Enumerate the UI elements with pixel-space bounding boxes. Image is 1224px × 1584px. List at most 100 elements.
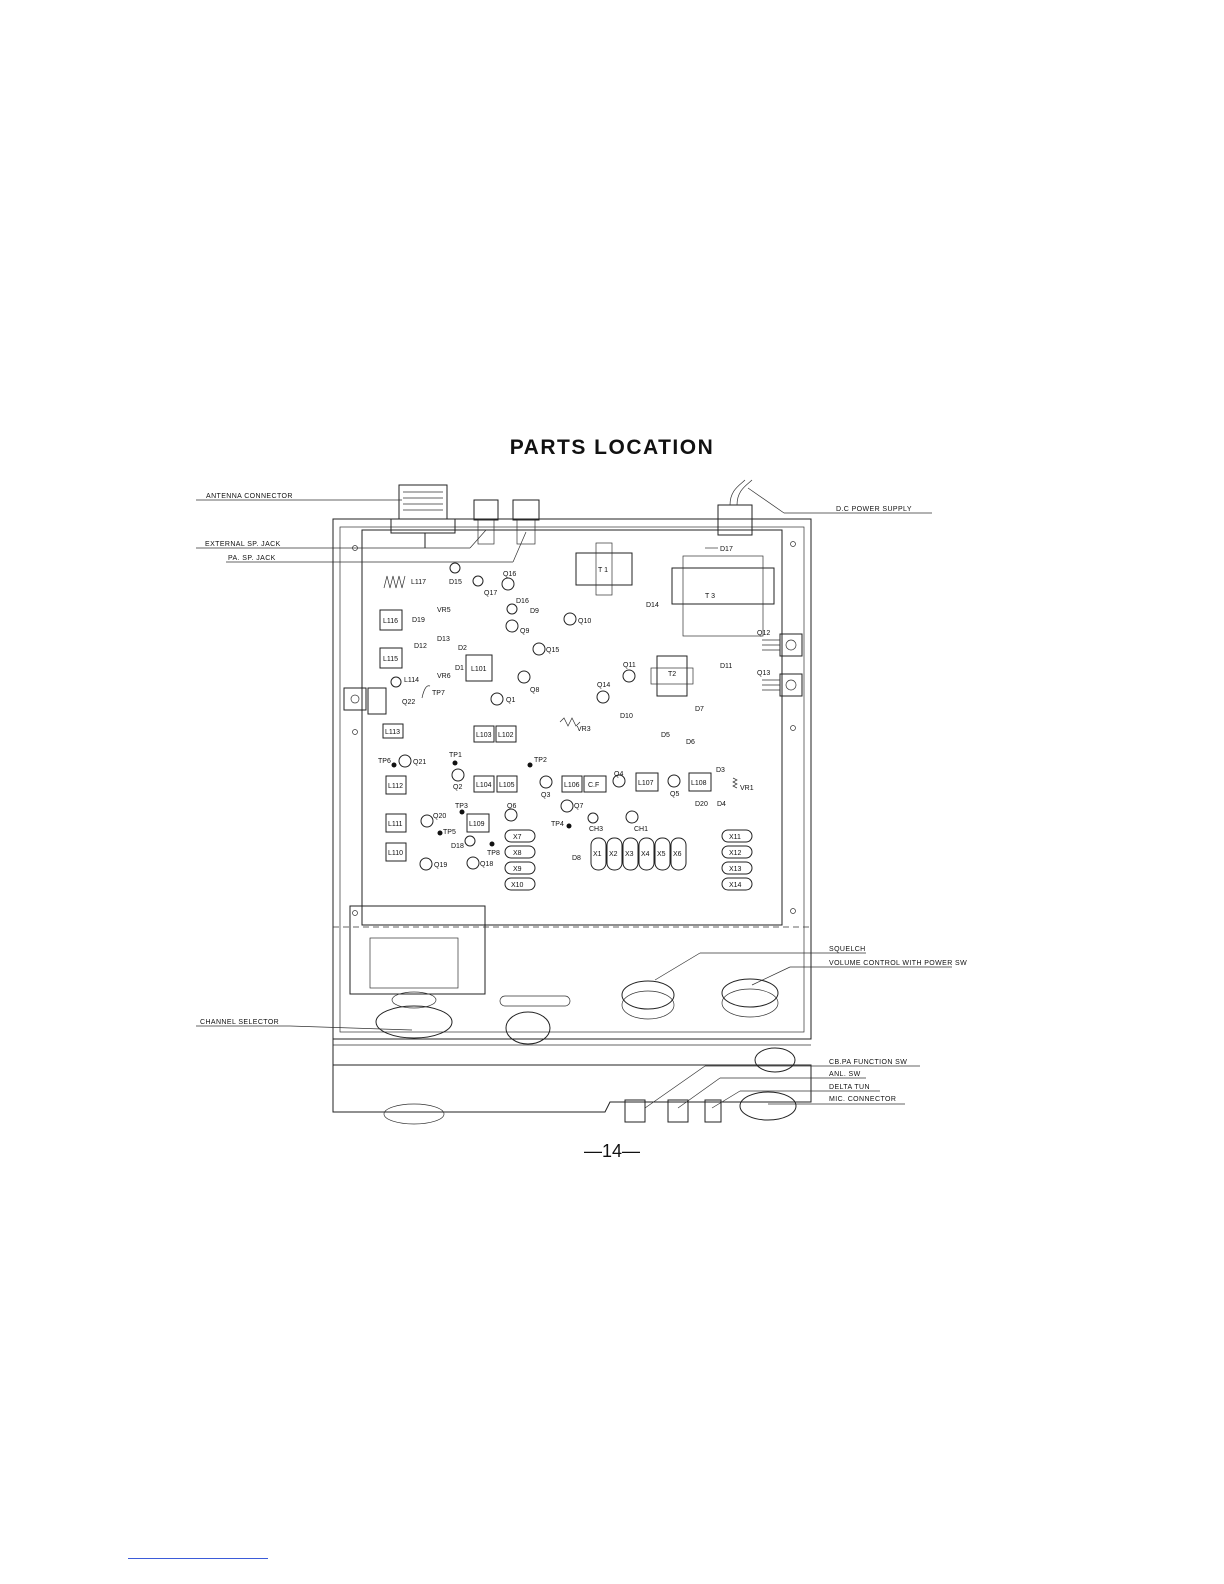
label-vr6: VR6 (437, 673, 451, 680)
crystal-x4 (638, 837, 655, 871)
bracket-q13 (779, 673, 803, 697)
crystal-x9 (504, 861, 536, 875)
label-q13: Q13 (757, 670, 770, 677)
pa-sp-jack (512, 499, 540, 521)
bracket-hole (785, 639, 797, 651)
label-q4: Q4 (614, 771, 623, 778)
transistor-q20 (420, 814, 434, 828)
diode-d16 (506, 603, 518, 615)
label-l109: L109 (469, 821, 485, 828)
transistor-q15 (532, 642, 546, 656)
label-vr5: VR5 (437, 607, 451, 614)
coil-l112 (385, 775, 407, 795)
delta-tun-knob (704, 1099, 722, 1123)
callout-pa-sp-jack: PA. SP. JACK (228, 555, 276, 562)
transistor-q6 (504, 808, 518, 822)
label-q12: Q12 (757, 630, 770, 637)
label-x1: X1 (593, 851, 602, 858)
transistor-q2 (451, 768, 465, 782)
coil-l113 (382, 723, 404, 739)
footer-rule (128, 1558, 268, 1559)
antenna-connector-body (398, 484, 448, 520)
label-q3: Q3 (541, 792, 550, 799)
coil-l103 (473, 725, 495, 743)
diode-d18 (464, 835, 476, 847)
label-l113: L113 (385, 729, 400, 736)
coil-l116 (379, 609, 403, 631)
antenna-connector-flange (390, 518, 456, 534)
transistor-q18 (466, 856, 480, 870)
callout-squelch: SQUELCH (829, 946, 866, 953)
chassis-outline (332, 518, 812, 1040)
label-d2: D2 (458, 645, 467, 652)
trimmer-ch3 (587, 812, 599, 824)
coil-l107 (635, 772, 659, 792)
label-q5: Q5 (670, 791, 679, 798)
label-d1: D1 (455, 665, 464, 672)
ext-sp-jack (473, 499, 499, 521)
callout-delta-tun: DELTA TUN (829, 1084, 870, 1091)
label-q21: Q21 (413, 759, 426, 766)
label-d20: D20 (695, 801, 708, 808)
label-l114: L114 (404, 677, 419, 684)
label-q19: Q19 (434, 862, 447, 869)
bracket-hole (350, 694, 360, 704)
label-q14: Q14 (597, 682, 610, 689)
label-x13: X13 (729, 866, 742, 873)
label-l101: L101 (471, 666, 487, 673)
mount-hole (790, 725, 796, 731)
callout-dc-power-supply: D.C POWER SUPPLY (836, 506, 912, 513)
label-x11: X11 (729, 834, 741, 841)
label-q2: Q2 (453, 784, 462, 791)
label-q1: Q1 (506, 697, 515, 704)
label-l106: L106 (564, 782, 580, 789)
label-d3: D3 (716, 767, 725, 774)
label-d11: D11 (720, 663, 732, 670)
label-d5: D5 (661, 732, 670, 739)
coil-l101 (465, 654, 493, 682)
label-x14: X14 (729, 882, 742, 889)
transistor-q11 (622, 669, 636, 683)
label-tp5: TP5 (443, 829, 456, 836)
bracket-left (343, 687, 367, 711)
label-l110: L110 (388, 850, 403, 857)
label-tp7: TP7 (432, 690, 445, 697)
crystal-x8 (504, 845, 536, 859)
coil-l115 (379, 647, 403, 669)
mic-connector (739, 1091, 797, 1121)
label-x4: X4 (641, 851, 650, 858)
test-point-tp8 (489, 841, 495, 847)
label-d12: D12 (414, 643, 427, 650)
pcb-board (361, 529, 783, 926)
label-l108: L108 (691, 780, 707, 787)
chassis-inner-wall (339, 526, 805, 1033)
label-x10: X10 (511, 882, 524, 889)
label-ch3: CH3 (589, 826, 603, 833)
transistor-q7 (560, 799, 574, 813)
label-x2: X2 (609, 851, 618, 858)
crystal-x13 (721, 861, 753, 875)
test-point-tp3 (459, 809, 465, 815)
trimmer-ch1 (625, 810, 639, 824)
test-point-tp5 (437, 830, 443, 836)
coil-l111 (385, 813, 407, 833)
label-q20: Q20 (433, 813, 446, 820)
transistor-q21 (398, 754, 412, 768)
chassis (332, 518, 812, 1113)
label-t2: T2 (668, 671, 676, 678)
mount-hole (790, 908, 796, 914)
label-d13: D13 (437, 636, 450, 643)
label-vr3: VR3 (577, 726, 591, 733)
label-tp2: TP2 (534, 757, 547, 764)
label-x3: X3 (625, 851, 634, 858)
label-tp3: TP3 (455, 803, 468, 810)
label-d14: D14 (646, 602, 659, 609)
label-l111: L111 (388, 821, 403, 828)
coil-l110 (385, 842, 407, 862)
rear-connectors (390, 479, 753, 548)
label-ch1: CH1 (634, 826, 648, 833)
label-l103: L103 (476, 732, 492, 739)
bracket-hole (785, 679, 797, 691)
coil-l102 (495, 725, 517, 743)
mechanical-parts (349, 905, 797, 1125)
